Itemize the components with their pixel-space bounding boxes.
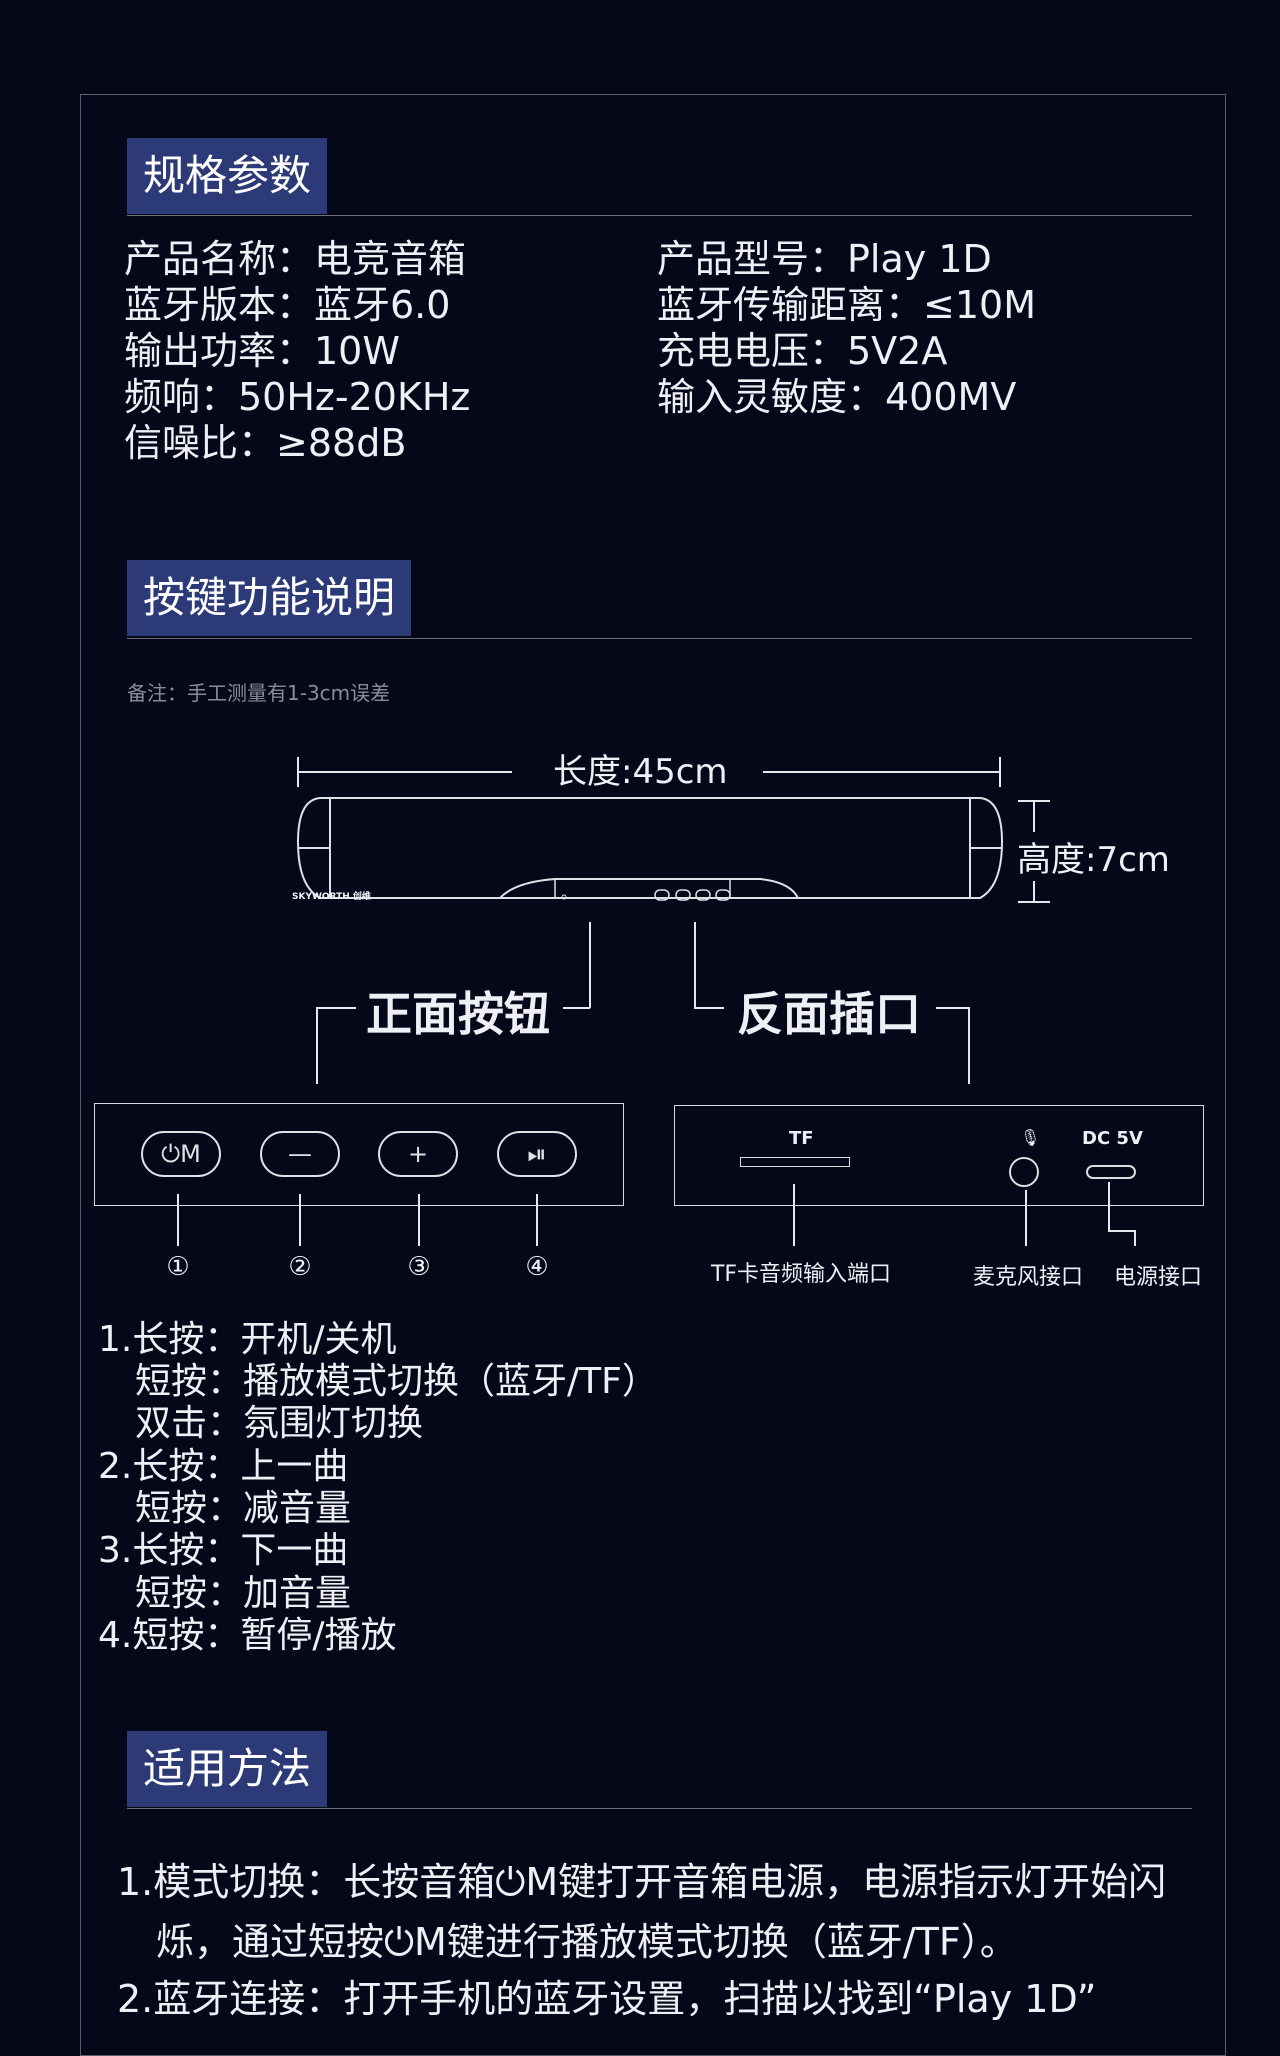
instruction-line: 4.短按：暂停/播放 [98,1615,397,1656]
tf-slot [740,1157,850,1167]
dc-label: DC 5V [1082,1128,1143,1149]
usage-line: 烁，通过短按⏻M键进行播放模式切换（蓝牙/TF）。 [156,1920,1018,1964]
spec-item: 充电电压：5V2A [657,329,948,373]
pointer-line [1134,1230,1136,1246]
pointer-line [177,1194,179,1246]
brand-logo: SKYWORTH 创维 [292,892,371,902]
instruction-line: 短按：播放模式切换（蓝牙/TF） [135,1361,658,1402]
button-number: ④ [525,1252,549,1282]
divider [127,638,1192,639]
divider [127,1808,1192,1809]
specs-heading: 规格参数 [127,138,328,214]
usage-line: 2.蓝牙连接：打开手机的蓝牙设置，扫描以找到“Play 1D” [117,1977,1097,2021]
spec-item: 蓝牙版本：蓝牙6.0 [124,283,451,327]
connector-line [968,1007,970,1084]
mic-port-label: 麦克风接口 [972,1265,1084,1290]
instruction-line: 1.长按：开机/关机 [98,1319,397,1360]
pointer-line [1025,1190,1027,1246]
instruction-line: 短按：减音量 [135,1488,352,1529]
spec-item: 信噪比：≥88dB [124,421,407,465]
spec-item: 频响：50Hz-20KHz [124,375,471,419]
usage-heading: 适用方法 [127,1731,328,1807]
speaker-buttons [654,889,731,901]
connector-line [936,1007,969,1009]
volume-up-button: + [378,1131,458,1177]
connector-line [563,1007,590,1009]
mic-jack [1009,1157,1039,1187]
pointer-line [1108,1230,1135,1232]
dimension-line [763,771,1000,773]
spec-item: 输出功率：10W [124,329,400,373]
front-panel [94,1103,624,1206]
volume-down-button: — [260,1131,340,1177]
connector-line [316,1007,318,1084]
instruction-line: 2.长按：上一曲 [98,1446,349,1487]
mic-icon: 🎙 [1020,1128,1041,1147]
dimension-tick [297,757,299,787]
tf-port-label: TF卡音频输入端口 [710,1262,892,1287]
button-number: ③ [407,1252,431,1282]
connector-line [694,922,696,1008]
power-port-label: 电源接口 [1113,1265,1203,1290]
divider [127,215,1192,216]
dimension-tick [1018,800,1050,802]
back-panel [674,1105,1204,1206]
measurement-note: 备注：手工测量有1-3cm误差 [127,681,391,705]
specs-left-column: 产品名称：电竞音箱 蓝牙版本：蓝牙6.0 输出功率：10W 频响：50Hz-20… [124,236,470,466]
height-label: 高度:7cm [1017,832,1170,881]
specs-right-column: 产品型号：Play 1D 蓝牙传输距离：≤10M 充电电压：5V2A 输入灵敏度… [657,236,1036,420]
dimension-line [297,771,512,773]
spec-item: 蓝牙传输距离：≤10M [657,283,1036,327]
tf-label: TF [789,1128,814,1149]
dimension-tick [999,757,1001,787]
connector-line [589,922,591,1008]
instruction-line: 3.长按：下一曲 [98,1530,349,1571]
length-label: 长度:45cm [553,752,728,792]
pointer-line [1108,1182,1110,1230]
play-pause-button: ⏯ [497,1131,577,1177]
button-number: ① [166,1252,190,1282]
speaker-drawing [296,797,1004,901]
usb-c-port [1086,1165,1136,1179]
buttons-heading: 按键功能说明 [127,560,412,636]
instruction-line: 双击：氛围灯切换 [135,1403,424,1444]
connector-line [316,1007,356,1009]
spec-item: 输入灵敏度：400MV [657,375,1017,419]
pointer-line [299,1194,301,1246]
pointer-line [793,1184,795,1246]
spec-item: 产品名称：电竞音箱 [124,237,467,281]
pointer-line [418,1194,420,1246]
front-buttons-label: 正面按钮 [366,987,550,1041]
usage-line: 1.模式切换：长按音箱⏻M键打开音箱电源，电源指示灯开始闪 [117,1860,1167,1904]
power-mode-button: ⏻M [141,1131,221,1177]
instruction-line: 短按：加音量 [135,1573,352,1614]
dimension-tick [1018,901,1050,903]
spec-item: 产品型号：Play 1D [657,237,992,281]
back-ports-label: 反面插口 [737,987,921,1041]
pointer-line [536,1194,538,1246]
connector-line [694,1007,724,1009]
button-number: ② [288,1252,312,1282]
